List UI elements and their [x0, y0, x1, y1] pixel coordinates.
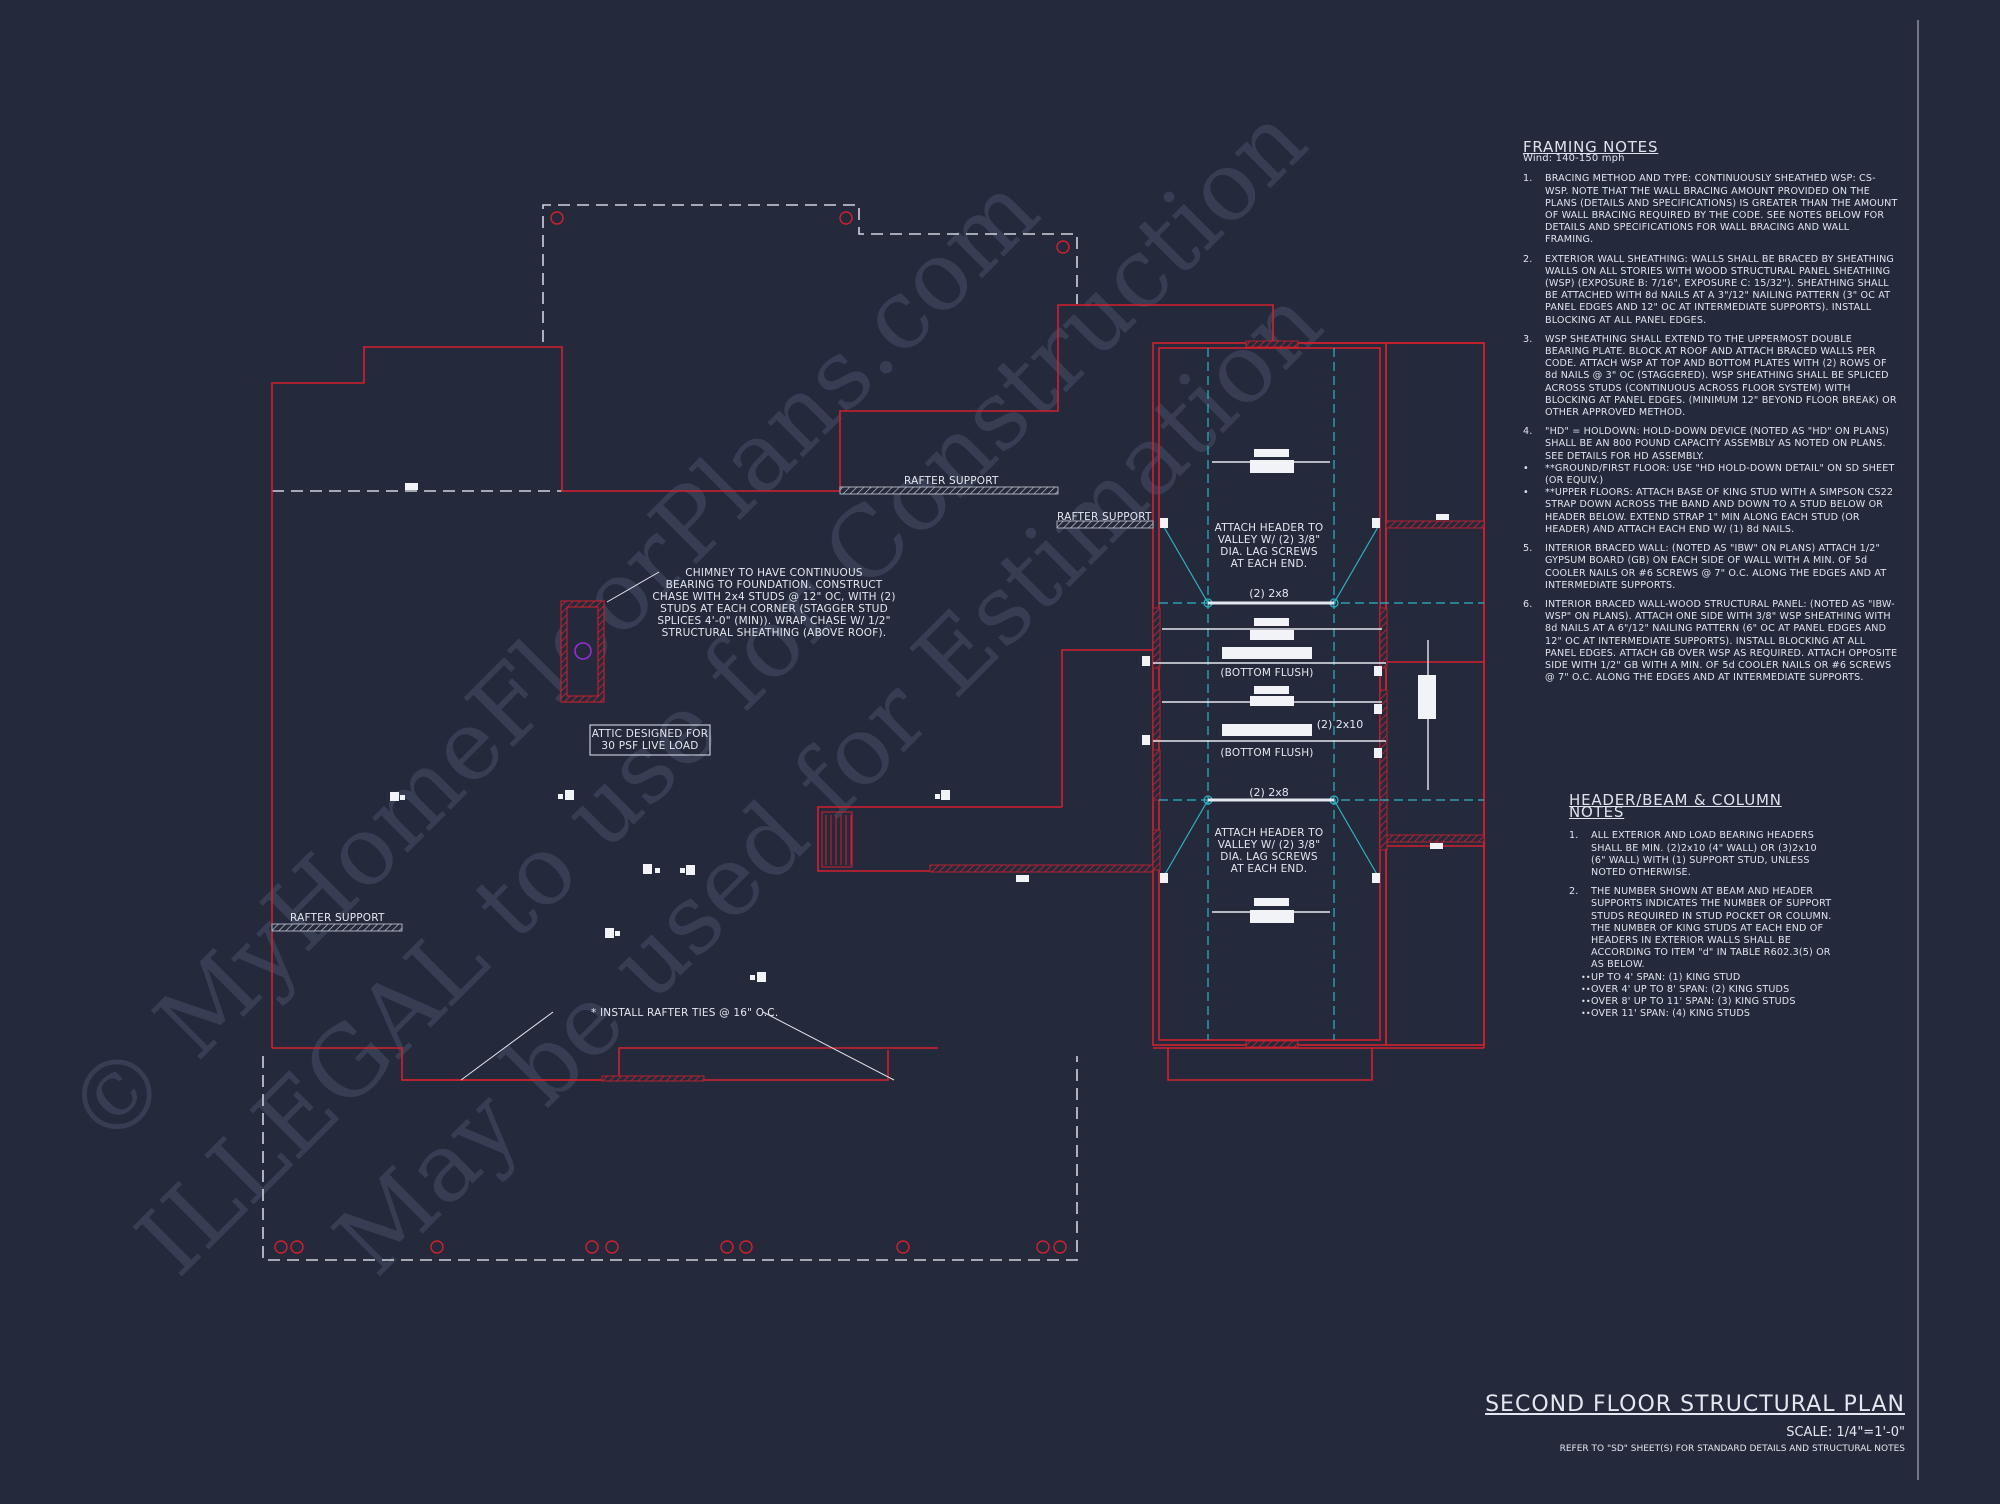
framing-note-item: 6. INTERIOR BRACED WALL-WOOD STRUCTURAL P…	[1523, 599, 1898, 684]
chimney-note: CHIMNEY TO HAVE CONTINUOUS BEARING TO FO…	[652, 567, 895, 639]
note-number: 4.	[1523, 426, 1533, 438]
attach-header-note-bottom: ATTACH HEADER TO VALLEY W/ (2) 3/8" DIA.…	[1215, 827, 1324, 875]
chimney-note-line: STRUCTURAL SHEATHING (ABOVE ROOF).	[662, 627, 887, 639]
note-text: WSP SHEATHING SHALL EXTEND TO THE UPPERM…	[1545, 333, 1897, 419]
rafter-ties-label: * INSTALL RAFTER TIES @ 16" O.C.	[591, 1007, 778, 1019]
drawing-scale: SCALE: 1/4"=1'-0"	[1786, 1425, 1905, 1440]
header-beam-notes: HEADER/BEAM & COLUMN NOTES 1. ALL EXTERIO…	[1569, 791, 1834, 1027]
hatched-walls	[271, 340, 1485, 1082]
chimney-note-line: STUDS AT EACH CORNER (STAGGER STUD	[660, 603, 888, 615]
note-number: 1.	[1569, 830, 1579, 842]
attach-header-line: ATTACH HEADER TO	[1215, 522, 1324, 534]
header-size-label: (2) 2x8	[1249, 786, 1289, 799]
note-text: BRACING METHOD AND TYPE: CONTINUOUSLY SH…	[1545, 173, 1898, 246]
framing-note-item: 3. WSP SHEATHING SHALL EXTEND TO THE UPPE…	[1523, 334, 1898, 419]
rafter-ties-leaders	[460, 571, 895, 1081]
chimney-note-line: BEARING TO FOUNDATION. CONSTRUCT	[666, 579, 883, 591]
plan-labels: RAFTER SUPPORT RAFTER SUPPORT RAFTER SUP…	[290, 475, 1363, 1019]
note-number: 2.	[1569, 886, 1579, 898]
framing-notes: FRAMING NOTES Wind: 140-150 mph 1. BRACIN…	[1523, 138, 1898, 691]
watermark: © MyHomeFloorPlans.com ILLEGAL to use fo…	[45, 84, 1344, 1296]
note-bullet: OVER 11' SPAN: (4) KING STUDS	[1569, 1008, 1834, 1020]
framing-note-item: 5. INTERIOR BRACED WALL: (NOTED AS "IBW" …	[1523, 543, 1898, 592]
beams-cyan	[1159, 348, 1484, 1040]
drawing-reference: REFER TO "SD" SHEET(S) FOR STANDARD DETA…	[1559, 1444, 1905, 1454]
wind-speed: Wind: 140-150 mph	[1523, 153, 1625, 165]
rafter-support-label-1: RAFTER SUPPORT	[904, 475, 999, 487]
header-notes-title: HEADER/BEAM & COLUMN NOTES	[1569, 791, 1782, 822]
note-bullet: **UPPER FLOORS: ATTACH BASE OF KING STUD…	[1523, 487, 1898, 536]
chimney-note-line: SPLICES 4'-0" (MIN)). WRAP CHASE W/ 1/2"	[657, 615, 890, 627]
watermark-line-2: ILLEGAL to use for Construction	[115, 84, 1327, 1296]
header-size-label: (2) 2x8	[1249, 587, 1289, 600]
header-note-item: 2. THE NUMBER SHOWN AT BEAM AND HEADER SU…	[1569, 886, 1834, 1020]
note-bullet: **GROUND/FIRST FLOOR: USE "HD HOLD-DOWN …	[1523, 463, 1898, 487]
attach-header-line: DIA. LAG SCREWS	[1220, 851, 1318, 863]
chimney	[560, 600, 605, 703]
drawing-title: SECOND FLOOR STRUCTURAL PLAN	[1485, 1392, 1905, 1417]
note-number: 2.	[1523, 253, 1533, 265]
chimney-note-line: CHASE WITH 2x4 STUDS @ 12" OC, WITH (2)	[652, 591, 895, 603]
attach-header-line: VALLEY W/ (2) 3/8"	[1218, 534, 1321, 546]
attach-header-line: AT EACH END.	[1231, 863, 1308, 875]
attach-header-line: VALLEY W/ (2) 3/8"	[1218, 839, 1321, 851]
note-number: 3.	[1523, 333, 1533, 345]
attic-note-line: 30 PSF LIVE LOAD	[601, 740, 698, 752]
framing-note-item: 4. "HD" = HOLDOWN: HOLD-DOWN DEVICE (NOTE…	[1523, 426, 1898, 536]
note-number: 5.	[1523, 543, 1533, 555]
note-text: INTERIOR BRACED WALL: (NOTED AS "IBW" ON…	[1545, 543, 1887, 591]
note-number: 6.	[1523, 598, 1533, 610]
note-text: ALL EXTERIOR AND LOAD BEARING HEADERS SH…	[1591, 830, 1817, 879]
header-note-item: 1. ALL EXTERIOR AND LOAD BEARING HEADERS …	[1569, 830, 1834, 879]
framing-note-item: 1. BRACING METHOD AND TYPE: CONTINUOUSLY …	[1523, 173, 1898, 246]
framing-notes-title: FRAMING NOTES	[1523, 138, 1659, 156]
bottom-flush-label: (BOTTOM FLUSH)	[1220, 667, 1313, 679]
note-text: EXTERIOR WALL SHEATHING: WALLS SHALL BE …	[1545, 253, 1895, 326]
note-bullet: OVER 4' UP TO 8' SPAN: (2) KING STUDS	[1569, 984, 1834, 996]
rafter-support-label-3: RAFTER SUPPORT	[290, 912, 385, 924]
header-beams	[1153, 461, 1429, 913]
attic-note: ATTIC DESIGNED FOR 30 PSF LIVE LOAD	[589, 724, 711, 756]
bottom-flush-label: (BOTTOM FLUSH)	[1220, 747, 1313, 759]
header-notes-list: 1. ALL EXTERIOR AND LOAD BEARING HEADERS …	[1569, 830, 1834, 1020]
attach-header-line: AT EACH END.	[1231, 558, 1308, 570]
rafter-support-label-2: RAFTER SUPPORT	[1057, 511, 1152, 523]
attach-header-note-top: ATTACH HEADER TO VALLEY W/ (2) 3/8" DIA.…	[1215, 522, 1324, 570]
attach-header-line: ATTACH HEADER TO	[1215, 827, 1324, 839]
framing-notes-list: 1. BRACING METHOD AND TYPE: CONTINUOUSLY …	[1523, 173, 1898, 684]
stairs	[821, 811, 853, 868]
note-number: 1.	[1523, 173, 1533, 185]
note-bullet: OVER 8' UP TO 11' SPAN: (3) KING STUDS	[1569, 996, 1834, 1008]
note-text: THE NUMBER SHOWN AT BEAM AND HEADER SUPP…	[1591, 886, 1832, 971]
framing-note-item: 2. EXTERIOR WALL SHEATHING: WALLS SHALL B…	[1523, 254, 1898, 327]
note-text: INTERIOR BRACED WALL-WOOD STRUCTURAL PAN…	[1545, 598, 1898, 684]
title-block: SECOND FLOOR STRUCTURAL PLAN SCALE: 1/4"…	[1485, 1392, 1905, 1454]
chimney-note-line: CHIMNEY TO HAVE CONTINUOUS	[685, 567, 863, 579]
support-blocks	[390, 449, 1449, 982]
post-circles	[274, 211, 1070, 1254]
header-size-label-2x10: (2) 2x10	[1317, 718, 1364, 731]
attic-note-line: ATTIC DESIGNED FOR	[592, 728, 709, 740]
note-bullet: UP TO 4' SPAN: (1) KING STUD	[1569, 972, 1834, 984]
attach-header-line: DIA. LAG SCREWS	[1220, 546, 1318, 558]
note-text: "HD" = HOLDOWN: HOLD-DOWN DEVICE (NOTED …	[1545, 426, 1890, 462]
roof-outline-dashed	[262, 204, 1078, 1261]
